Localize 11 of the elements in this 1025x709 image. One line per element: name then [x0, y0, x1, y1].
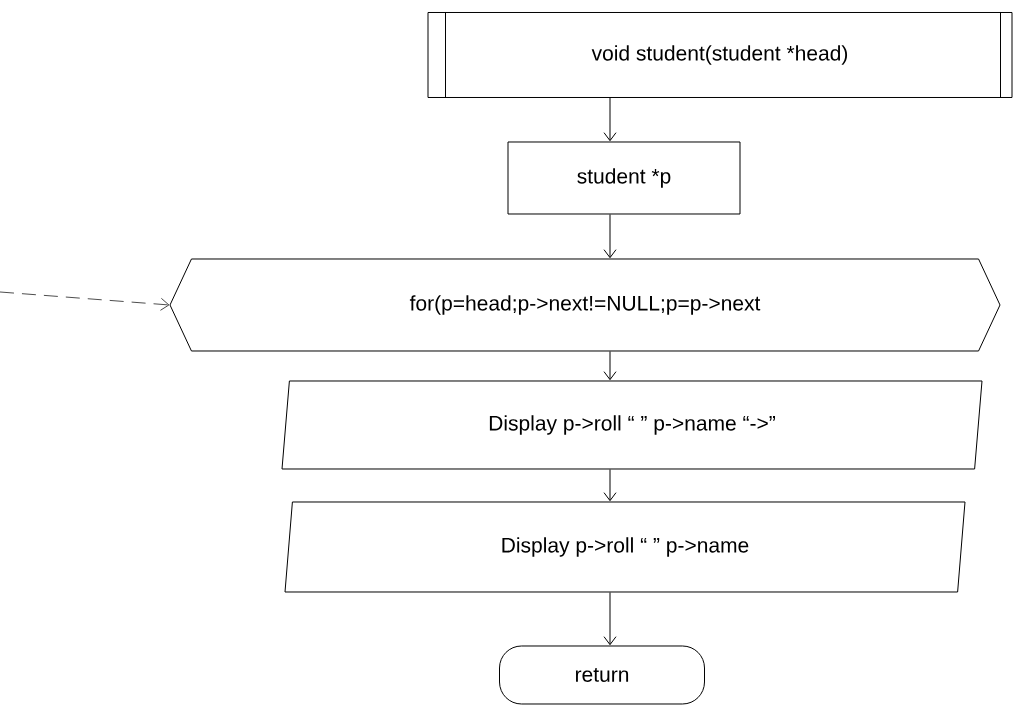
process-box: student *p: [507, 141, 741, 215]
arrow: [603, 351, 617, 381]
output-parallelogram: Display p->roll “ ” p->name “->”: [281, 380, 983, 470]
arrow: [603, 97, 617, 142]
arrow: [0, 291, 170, 311]
arrow: [603, 592, 617, 646]
terminal-box: return: [499, 645, 705, 705]
arrow: [603, 469, 617, 502]
output-parallelogram: Display p->roll “ ” p->name: [284, 501, 966, 593]
subroutine-box: void student(student *head): [427, 11, 1013, 99]
arrow: [603, 214, 617, 259]
